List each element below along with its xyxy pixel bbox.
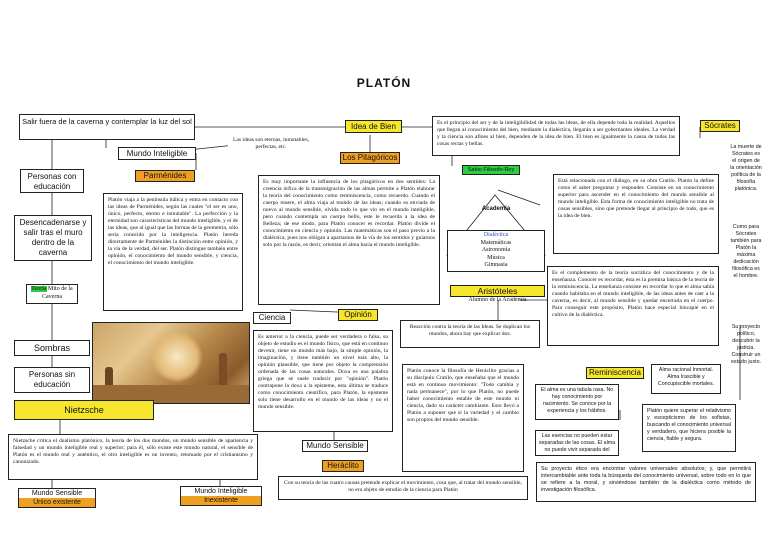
mito-caverna: Mito de la Caverna [42, 286, 73, 300]
reaccion-text: Reacción contra la teoría de las Ideas. … [400, 320, 540, 348]
personas-con-educacion: Personas con educación [20, 169, 84, 193]
salir-caverna-box: Salir fuera de la caverna y contemplar l… [19, 114, 195, 140]
ciencia-label: Ciencia [253, 312, 291, 324]
socrates-text-2: Como para Sócrates también para Platón l… [728, 222, 764, 282]
academia-label: Academia [470, 206, 522, 212]
sabio-filosofo-rey: Sabio Filósofo-Rey [462, 165, 520, 175]
ideas-son-text: Las ideas son eternas, inmutables, perfe… [228, 134, 314, 158]
alma-inmortal-text: Alma racional Inmortal. Alma Irascible y… [651, 364, 721, 394]
sombras-box: Sombras [14, 340, 90, 356]
desencadenarse-box: Desencadenarse y salir tras el muro dent… [14, 215, 92, 261]
academia-item: Astronomía [448, 247, 544, 255]
opinion-text: Es anterior a la ciencia, puede ser verd… [253, 330, 393, 432]
parmenides-label: Parménides [135, 170, 195, 182]
alumno-label: Alumno de la Academia [450, 297, 545, 303]
academia-item: Matemáticas [448, 240, 544, 248]
nietzsche-text: Nietzsche critica el dualismo platónico,… [8, 434, 258, 480]
academia-item: Dialéctica [448, 232, 544, 240]
heraclito-label: Heráclito [322, 460, 364, 472]
alma-tabula-rasa: El alma es una tabula rasa. No hay conoc… [535, 384, 619, 420]
socrates-label: Sócrates [700, 120, 740, 132]
pitagoricos-text: Es muy importante la influencia de los p… [258, 175, 440, 305]
pitagoricos-label: Los Pitagóricos [340, 152, 400, 164]
mundo-sensible-bottom-label: Mundo Sensible [19, 489, 95, 498]
mundo-inteligible-bottom: Mundo Inteligible Inexistente [180, 486, 262, 506]
heraclito-text: Platón conoce la filosofía de Heráclito … [402, 364, 524, 472]
mundo-inteligible-box: Mundo Inteligible [118, 147, 196, 160]
aristoteles-text: Es el complemento de la teoría socrática… [547, 266, 719, 346]
parmenides-text: Platón viaja a la península itálica y en… [103, 193, 243, 311]
teoria-label: Teoría [31, 286, 46, 292]
socrates-text: La muerte de Sócrates es el origen de la… [728, 142, 764, 195]
reminiscencia-label: Reminiscencia [586, 367, 644, 379]
personas-sin-educacion: Personas sin educación [14, 367, 90, 393]
cave-illustration [92, 322, 250, 404]
idea-de-bien-label: Idea de Bien [345, 120, 402, 133]
esencias-text: Las esencias no pueden estar separadas d… [535, 430, 619, 456]
academia-list: Dialéctica Matemáticas Astronomía Música… [447, 230, 545, 272]
proyecto-etico-text: Su proyecto ético era encontrar valores … [536, 462, 756, 502]
dialogo-text: Está relacionada con el diálogo, en su o… [553, 174, 719, 254]
cuatro-causas-text: Con su teoría de las cuatro causas prete… [278, 476, 528, 500]
socrates-text-3: Su proyecto político, descubrir la justi… [728, 322, 764, 368]
nietzsche-label: Nietzsche [14, 400, 154, 420]
opinion-label: Opinión [338, 309, 378, 321]
idea-bien-text: Es el principio del ser y de la inteligi… [432, 116, 680, 156]
mundo-sensible-box: Mundo Sensible [302, 440, 368, 452]
inexistente-label: Inexistente [181, 496, 261, 505]
academia-item: Música [448, 255, 544, 263]
aristoteles-label: Aristóteles [450, 285, 545, 297]
mundo-sensible-bottom: Mundo Sensible Único existente [18, 488, 96, 508]
mundo-inteligible-bottom-label: Mundo Inteligible [181, 487, 261, 496]
unico-existente-label: Único existente [19, 498, 95, 507]
academia-item: Gimnasia [448, 262, 544, 270]
teoria-mito-box: Teoría Mito de la Caverna [26, 284, 78, 304]
page-title: PLATÓN [0, 76, 768, 90]
platon-quiere-text: Platón quiere superar el relativismo y e… [642, 404, 736, 452]
